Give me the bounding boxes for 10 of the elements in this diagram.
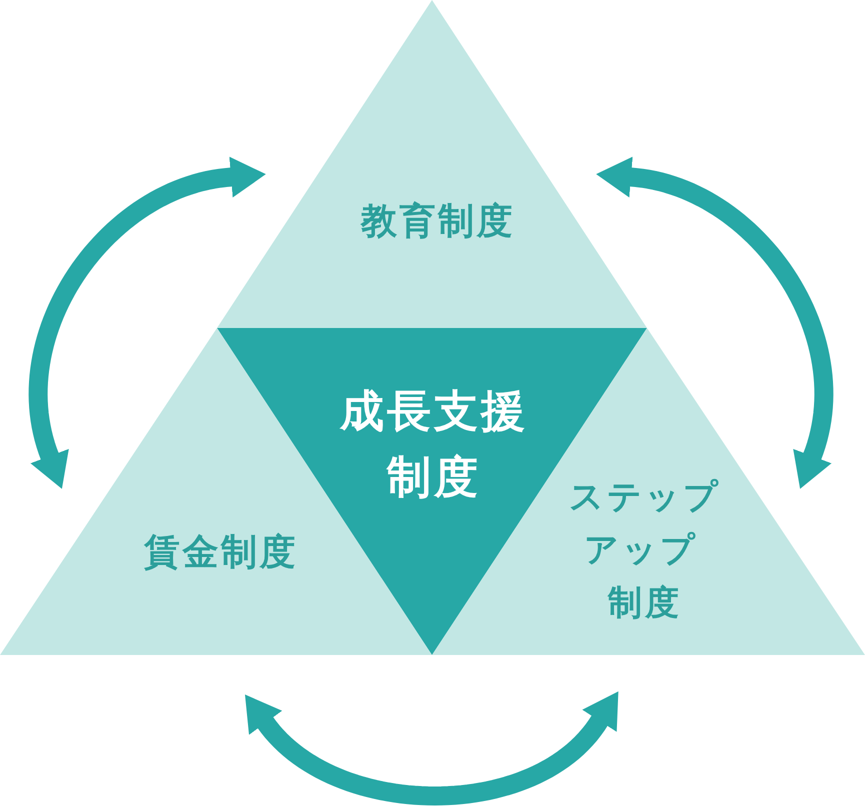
triangle-section	[217, 0, 647, 328]
double-headed-arrow	[28, 156, 266, 489]
section-label: 賃金制度	[144, 533, 298, 573]
section-label: ステップアップ制度	[568, 476, 722, 625]
center-label: 成長支援制度	[338, 385, 529, 505]
double-headed-arrow	[244, 691, 618, 806]
section-label: 教育制度	[361, 202, 515, 242]
triangle-section	[0, 328, 432, 655]
double-headed-arrow	[596, 156, 834, 489]
triangle-section	[432, 328, 865, 655]
